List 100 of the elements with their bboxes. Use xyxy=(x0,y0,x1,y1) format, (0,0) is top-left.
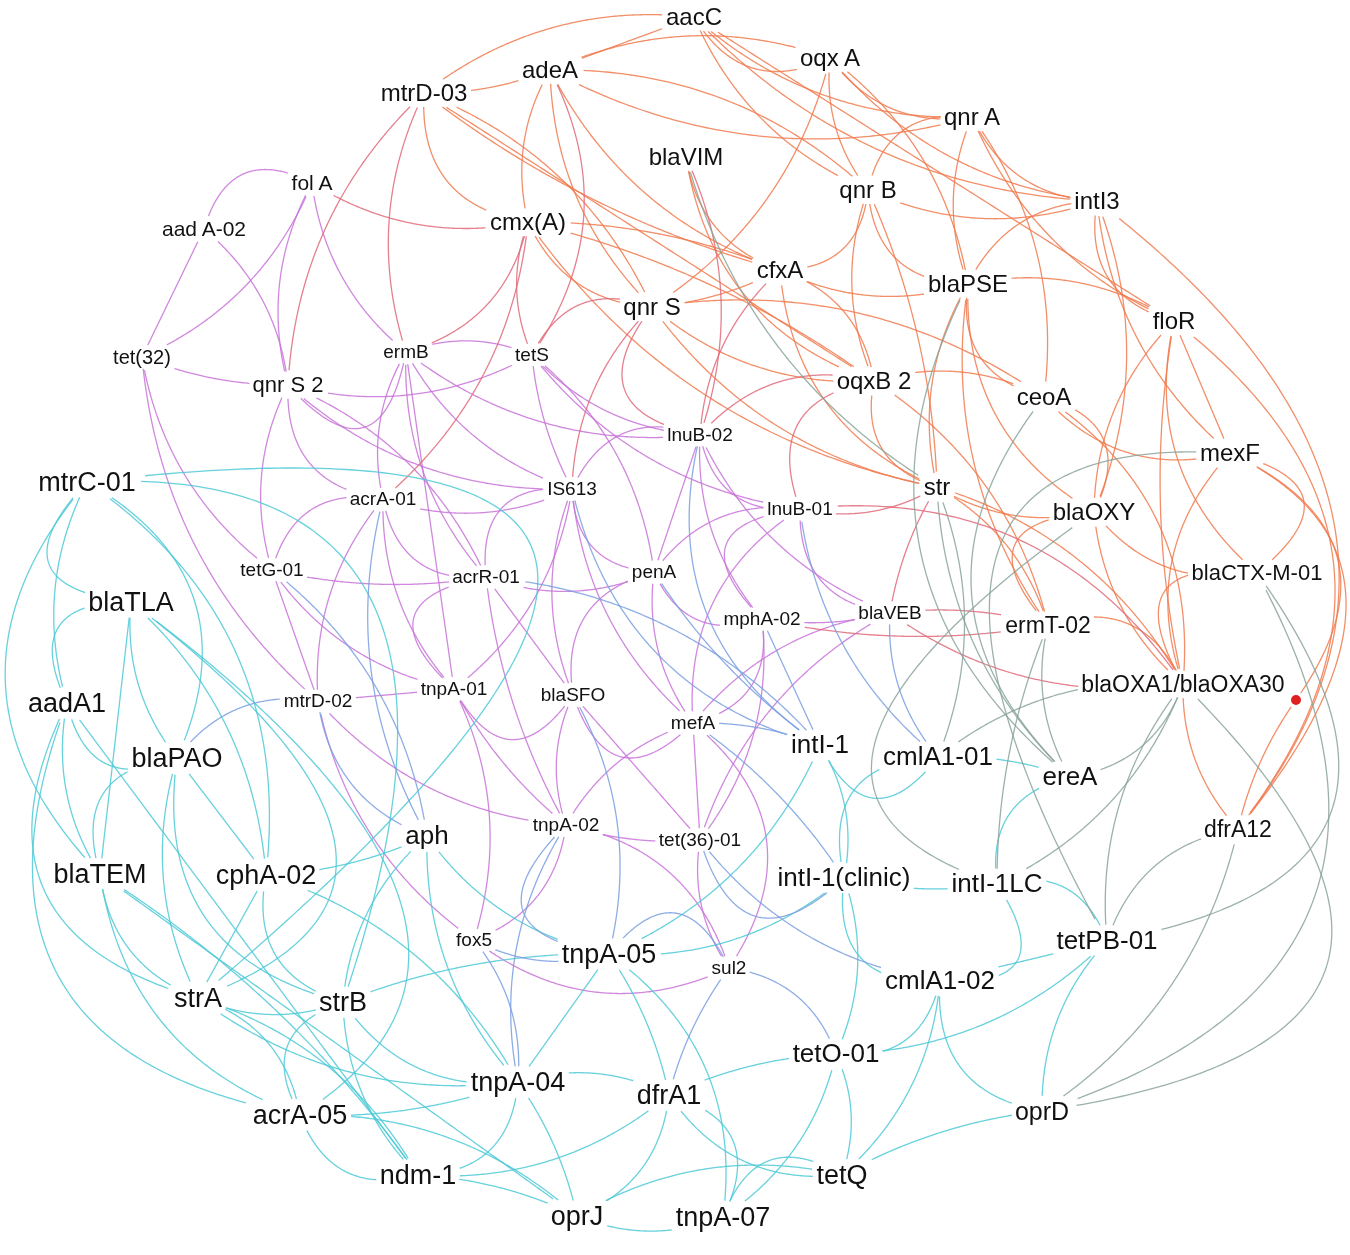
network-edge xyxy=(151,617,337,987)
gene-label: tet(32) xyxy=(111,346,173,368)
network-edge xyxy=(224,1008,298,1100)
network-edge xyxy=(1165,335,1244,561)
network-edge xyxy=(354,1017,468,1083)
network-edge xyxy=(981,130,1049,383)
network-edge xyxy=(307,889,509,1066)
network-edge xyxy=(913,887,949,890)
network-edge xyxy=(285,581,425,821)
network-edge xyxy=(143,369,258,559)
network-edge xyxy=(1104,698,1173,926)
network-edge xyxy=(938,995,1013,1104)
network-edge xyxy=(521,83,543,209)
network-edge xyxy=(486,587,561,814)
network-edge xyxy=(532,365,567,478)
network-edge xyxy=(705,446,864,602)
network-edge xyxy=(426,851,505,1066)
network-edge xyxy=(327,364,513,398)
network-edge xyxy=(51,607,86,689)
network-edge xyxy=(913,299,1054,763)
network-edge xyxy=(703,1057,790,1081)
network-edge xyxy=(260,397,283,559)
network-edge xyxy=(581,28,663,59)
gene-label: tnpA-01 xyxy=(418,679,490,699)
network-edge xyxy=(870,526,1073,870)
network-edge xyxy=(975,202,1072,271)
network-edge xyxy=(1105,525,1189,574)
network-edge xyxy=(691,170,722,424)
network-edge xyxy=(1011,519,1050,612)
network-edge xyxy=(651,583,686,712)
network-edge xyxy=(534,235,621,303)
network-edge xyxy=(881,955,1092,1052)
network-edge xyxy=(828,71,859,177)
network-edge xyxy=(207,168,289,217)
network-edge xyxy=(707,630,765,830)
network-edge xyxy=(801,521,921,743)
network-edge xyxy=(303,397,543,490)
network-edge xyxy=(129,617,167,743)
network-edge xyxy=(315,397,482,567)
network-edge xyxy=(1160,585,1340,931)
network-edge xyxy=(578,83,942,140)
network-edge xyxy=(369,954,559,993)
network-edge xyxy=(1057,410,1197,461)
network-edge xyxy=(173,773,315,995)
network-edge xyxy=(1094,214,1150,313)
network-edge xyxy=(729,1156,814,1202)
network-edge xyxy=(540,365,764,503)
network-edge xyxy=(510,836,560,1067)
network-edge xyxy=(803,619,856,624)
network-edge xyxy=(527,1097,574,1202)
network-edge xyxy=(459,1110,650,1177)
network-edge xyxy=(657,446,697,561)
network-edge xyxy=(805,280,872,368)
network-edge xyxy=(662,320,920,485)
network-edge xyxy=(111,497,203,741)
network-edge xyxy=(538,236,920,484)
network-edge xyxy=(953,496,1044,612)
network-edge xyxy=(806,203,867,268)
network-edge xyxy=(606,1225,673,1232)
network-edge xyxy=(997,953,1054,968)
network-edge xyxy=(618,969,667,1081)
network-edge xyxy=(570,232,855,368)
network-edge xyxy=(835,495,921,515)
network-edge xyxy=(4,498,86,859)
network-edge xyxy=(109,498,271,858)
network-edge xyxy=(31,721,247,1104)
network-edge xyxy=(827,760,927,800)
network-edge xyxy=(846,71,967,271)
network-edge xyxy=(488,950,709,995)
network-edge xyxy=(572,500,681,712)
network-edge xyxy=(891,500,930,603)
network-edge xyxy=(873,203,937,473)
network-edge xyxy=(577,426,664,479)
network-edge xyxy=(387,106,419,342)
network-edge xyxy=(405,364,478,567)
network-edge xyxy=(924,609,1002,616)
network-edge xyxy=(142,368,306,690)
network-edge xyxy=(275,580,315,691)
network-edge xyxy=(640,760,814,940)
network-edge xyxy=(841,892,882,974)
network-edge xyxy=(572,320,640,478)
network-edge xyxy=(888,623,927,743)
network-edge xyxy=(455,106,646,293)
network-edge xyxy=(123,890,554,1200)
network-edge xyxy=(702,618,856,712)
network-edge xyxy=(306,576,450,586)
network-edge xyxy=(706,734,769,957)
network-edge xyxy=(928,297,962,474)
network-edge xyxy=(576,706,681,759)
network-edge xyxy=(709,734,835,863)
network-edge xyxy=(333,194,487,230)
network-edge xyxy=(189,698,281,743)
network-edge xyxy=(1256,466,1342,694)
network-edge xyxy=(718,722,788,735)
network-edge xyxy=(445,106,853,368)
network-edge xyxy=(431,235,526,344)
network-edge xyxy=(1240,706,1292,816)
network-edge xyxy=(320,713,459,930)
network-edge xyxy=(841,1068,852,1160)
network-edge xyxy=(687,170,840,368)
